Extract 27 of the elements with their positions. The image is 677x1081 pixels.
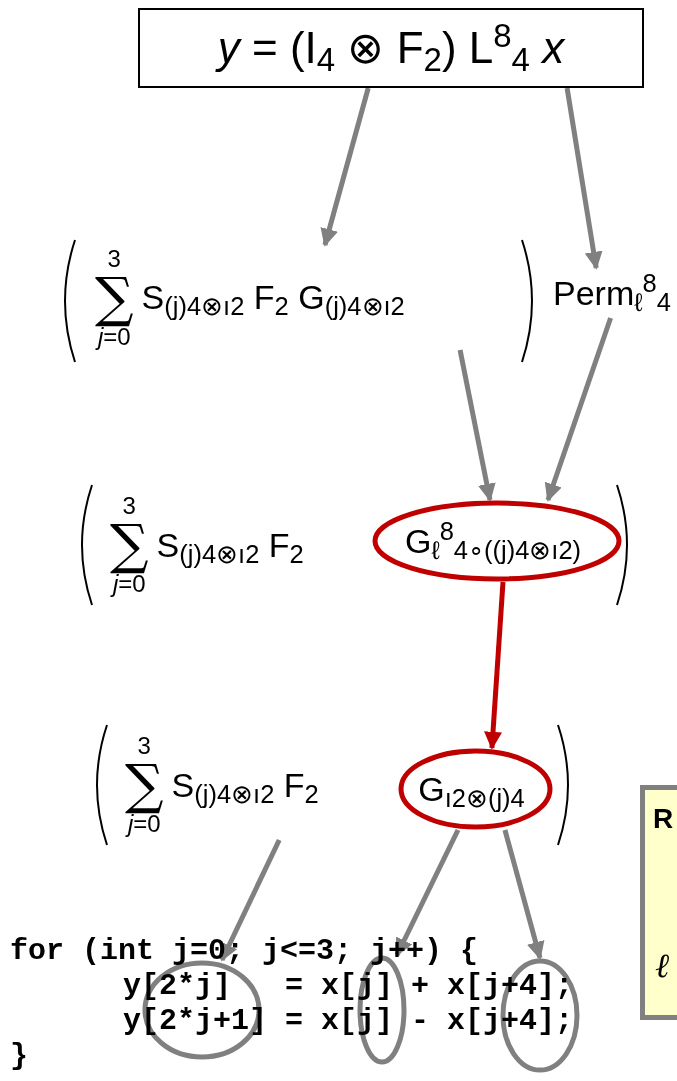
arrow: [564, 87, 603, 270]
upper-limit: 3: [122, 494, 136, 518]
matrix-expression: S$_{(j)4⊗ı2}$ F$_{2}$ G$_{(j)4⊗ı2}$: [141, 277, 405, 323]
formula-box: y = (I$_{4}$ ⊗ F$_{2}$) L$^{8}$$_{4}$ x: [138, 8, 644, 88]
arrow: [544, 317, 613, 502]
highlight-ellipse: [398, 748, 553, 830]
upper-limit: 3: [107, 246, 121, 271]
arrow: [457, 349, 496, 502]
upper-limit: 3: [137, 734, 151, 758]
arrow: [219, 838, 282, 962]
code-line: y[2*j] = x[j] + x[j+4];: [123, 969, 574, 1004]
matrix-expression: S$_{(j)4⊗ı2}$ F$_{2}$: [156, 524, 304, 570]
summation-sign: ∑: [110, 518, 149, 572]
arrow: [502, 829, 545, 960]
summation-sign: ∑: [95, 270, 134, 325]
summation-sign: ∑: [125, 758, 164, 812]
code-line: y[2*j+1] = x[j] - x[j+4];: [123, 1004, 574, 1039]
gather-term: G$_{ı2⊗(j)4}$: [418, 768, 526, 814]
arrow: [484, 581, 506, 750]
note-formula: ℓ: [655, 944, 670, 987]
code-line: }: [10, 1039, 28, 1074]
matrix-expression: S$_{(j)4⊗ı2}$ F$_{2}$: [171, 764, 319, 810]
code-line: for (int j=0; j<=3; j++) {: [10, 934, 479, 969]
note-heading: R: [653, 802, 674, 836]
highlight-ellipse: [372, 500, 622, 582]
arrow: [320, 87, 371, 247]
arrow: [394, 828, 461, 957]
